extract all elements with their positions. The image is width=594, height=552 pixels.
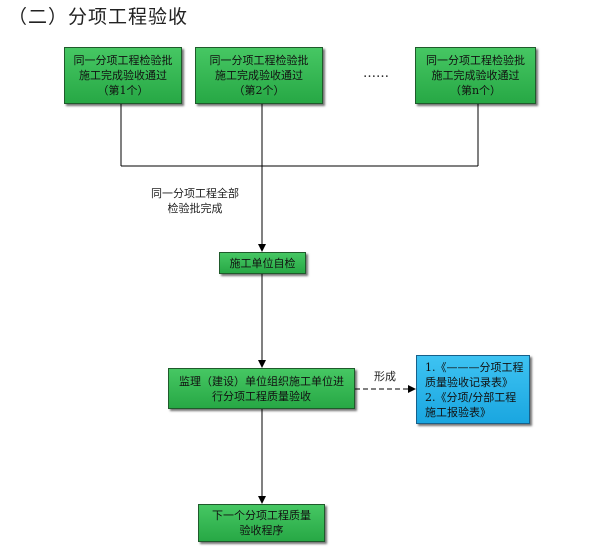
- self-check-label: 施工单位自检: [229, 256, 296, 270]
- forms-label: 形成: [374, 370, 396, 383]
- records-box: 1.《———分项工程 质量验收记录表》 2.《分项/分部工程 施工报验表》: [416, 355, 530, 424]
- batch-box-2: 同一分项工程检验批 施工完成验收通过 （第2个）: [195, 47, 323, 104]
- records-label: 1.《———分项工程 质量验收记录表》 2.《分项/分部工程 施工报验表》: [425, 360, 524, 419]
- supervision-acceptance-box: 监理（建设）单位组织施工单位进 行分项工程质量验收: [168, 368, 355, 409]
- batch-box-n-label: 同一分项工程检验批 施工完成验收通过 （第n个）: [426, 54, 525, 97]
- ellipsis: ……: [363, 66, 389, 81]
- supervision-acceptance-label: 监理（建设）单位组织施工单位进 行分项工程质量验收: [179, 374, 344, 403]
- self-check-box: 施工单位自检: [219, 252, 306, 274]
- next-procedure-box: 下一个分项工程质量 验收程序: [198, 504, 325, 542]
- batch-box-1: 同一分项工程检验批 施工完成验收通过 （第1个）: [64, 47, 182, 104]
- batch-box-1-label: 同一分项工程检验批 施工完成验收通过 （第1个）: [73, 54, 173, 97]
- all-batches-done-label: 同一分项工程全部 检验批完成: [151, 187, 239, 215]
- batch-box-2-label: 同一分项工程检验批 施工完成验收通过 （第2个）: [209, 54, 309, 97]
- page-title: （二）分项工程验收: [8, 6, 189, 28]
- next-procedure-label: 下一个分项工程质量 验收程序: [212, 509, 311, 537]
- batch-box-n: 同一分项工程检验批 施工完成验收通过 （第n个）: [415, 47, 536, 104]
